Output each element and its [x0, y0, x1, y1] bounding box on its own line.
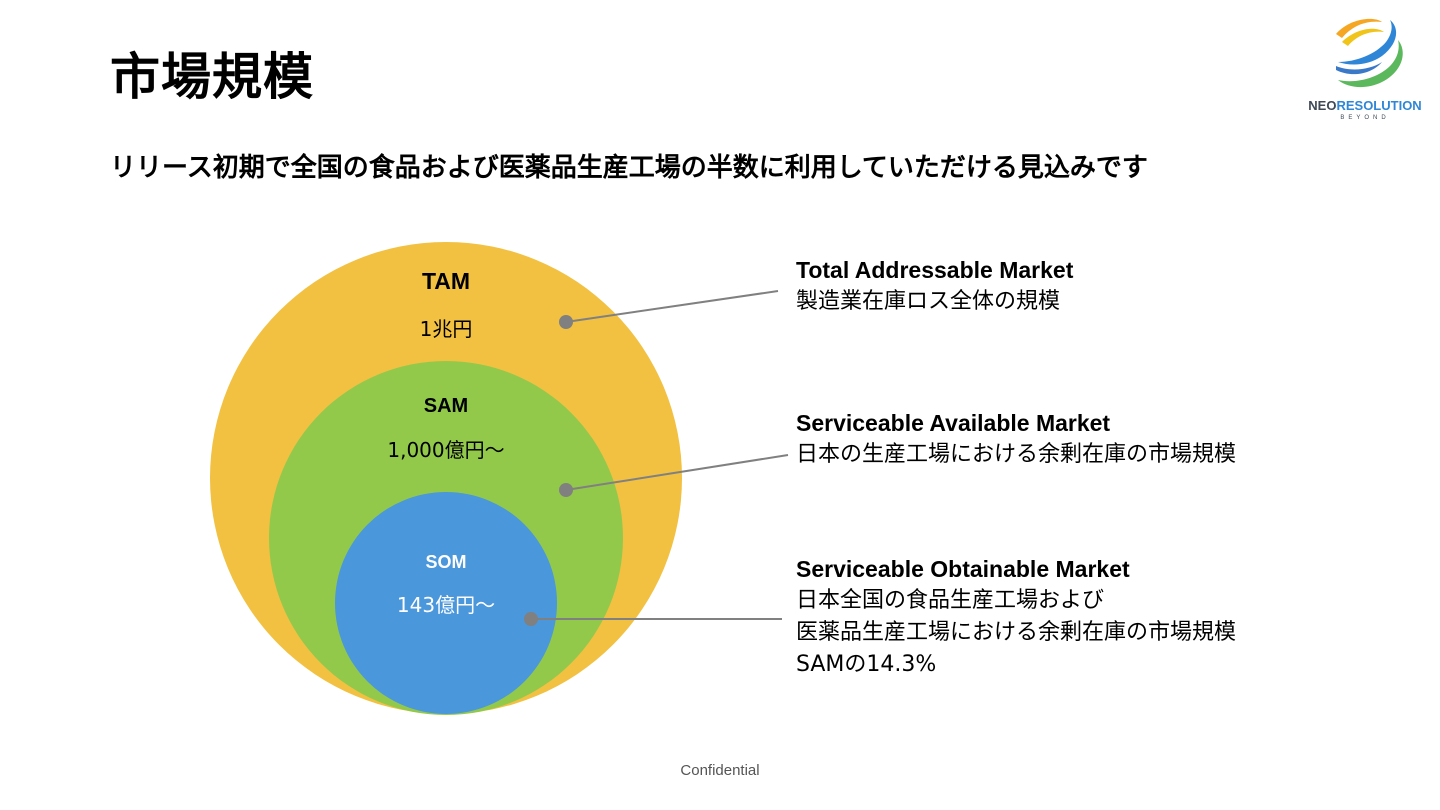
sam-description: Serviceable Available Market 日本の生産工場における… — [796, 407, 1236, 471]
tam-title: Total Addressable Market — [796, 257, 1074, 283]
tam-connector — [565, 290, 779, 323]
sam-label: SAM — [424, 395, 468, 417]
slide-subtitle: リリース初期で全国の食品および医薬品生産工場の半数に利用していただける見込みです — [110, 153, 1148, 183]
page-title: 市場規模 — [110, 48, 314, 106]
som-connector-dot — [524, 612, 538, 626]
tam-label: TAM — [422, 268, 470, 294]
som-description: Serviceable Obtainable Market 日本全国の食品生産工… — [796, 553, 1236, 681]
company-logo: NEORESOLUTION BEYOND — [1300, 14, 1430, 126]
logo-tagline: BEYOND — [1340, 115, 1390, 121]
sam-title: Serviceable Available Market — [796, 410, 1111, 436]
logo-swoosh-icon — [1336, 18, 1403, 88]
sam-connector-dot — [559, 483, 573, 497]
tam-description: Total Addressable Market 製造業在庫ロス全体の規模 — [796, 254, 1073, 318]
som-desc-line-3: SAMの14.3% — [796, 652, 937, 677]
som-label: SOM — [425, 552, 466, 572]
tam-value: 1兆円 — [420, 317, 473, 341]
sam-desc-line: 日本の生産工場における余剰在庫の市場規模 — [796, 442, 1237, 467]
som-value: 143億円～ — [397, 593, 495, 617]
tam-desc-line: 製造業在庫ロス全体の規模 — [796, 289, 1061, 314]
logo-wordmark: NEORESOLUTION — [1308, 98, 1422, 113]
confidential-footer: Confidential — [680, 762, 760, 779]
tam-connector-dot — [559, 315, 573, 329]
sam-connector — [565, 454, 789, 491]
som-desc-line-2: 医薬品生産工場における余剰在庫の市場規模 — [796, 620, 1237, 645]
som-desc-line-1: 日本全国の食品生産工場および — [796, 588, 1105, 613]
sam-value: 1,000億円～ — [387, 438, 504, 462]
som-title: Serviceable Obtainable Market — [796, 556, 1130, 582]
som-circle — [335, 492, 557, 714]
